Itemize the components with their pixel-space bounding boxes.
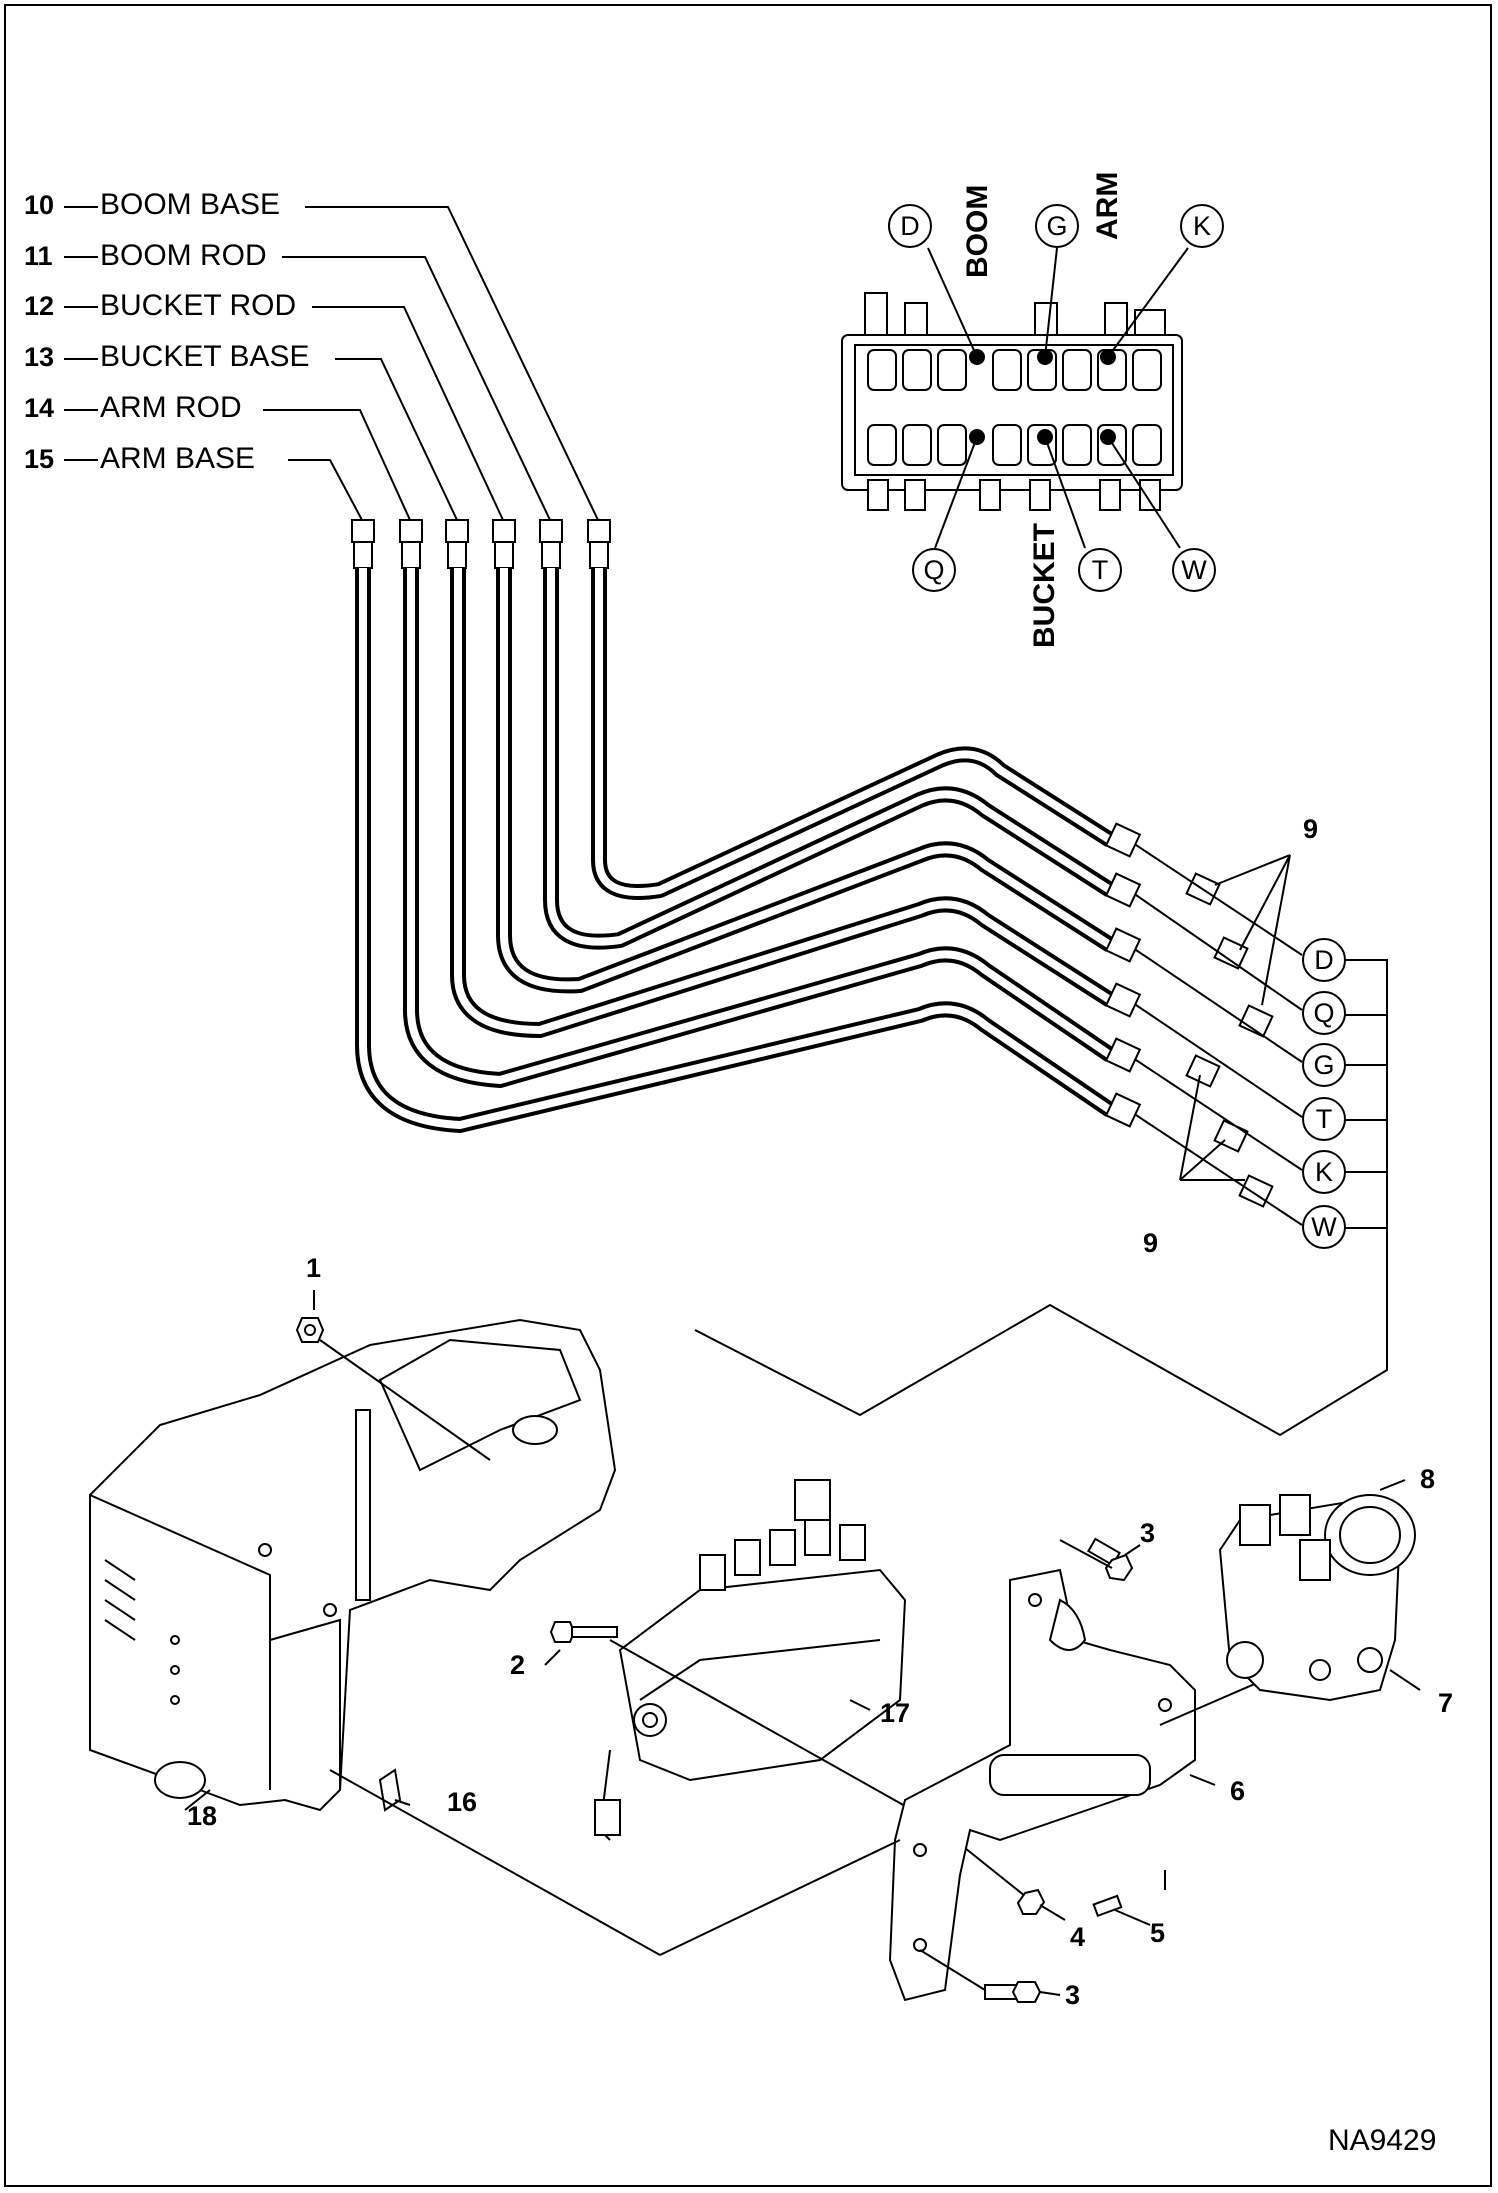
pilot-valve-7-8	[1218, 1479, 1421, 1702]
valve-section-bucket-label: BUCKET	[1028, 523, 1061, 648]
control-valve-17	[594, 1479, 907, 1841]
fitting-port-q: Q	[1302, 991, 1346, 1035]
callout-9-bottom: 9	[1143, 1228, 1159, 1258]
bolt-5	[1092, 1870, 1166, 1918]
part-1-nut	[295, 1290, 491, 1461]
fitting-port-d: D	[1302, 938, 1346, 982]
leader-bucket-base	[335, 358, 458, 521]
callout-4: 4	[1070, 1922, 1086, 1952]
callout-3-top: 3	[1140, 1518, 1156, 1548]
bolt-3-top	[1059, 1537, 1134, 1582]
valve-port-leaders	[927, 247, 1189, 549]
leader-bucket-rod	[312, 306, 504, 521]
callout-9-top: 9	[1303, 814, 1319, 844]
valve-section-arm-label: ARM	[1091, 171, 1124, 240]
leader-boom-base	[305, 206, 599, 521]
callout-5: 5	[1150, 1918, 1166, 1948]
callout-7: 7	[1438, 1688, 1454, 1718]
callout-3-bottom: 3	[1065, 1980, 1081, 2010]
hose-label-name: ARM BASE	[100, 442, 256, 475]
leader-boom-rod	[282, 256, 551, 521]
valve-port-d: D	[888, 204, 932, 248]
callout-18: 18	[187, 1801, 218, 1831]
hose-label-number: 11	[24, 241, 53, 271]
hose-label-name: BOOM ROD	[100, 239, 267, 272]
nut-4	[1016, 1888, 1046, 1915]
leader-arm-base	[288, 459, 363, 521]
hose-label-number: 13	[24, 342, 55, 372]
frame-weldment-18	[89, 1318, 617, 1812]
hose-label-number: 12	[24, 291, 55, 321]
callout-2: 2	[510, 1650, 526, 1680]
fitting-port-w: W	[1302, 1205, 1346, 1249]
fitting-port-t: T	[1302, 1097, 1346, 1141]
callout-16: 16	[447, 1787, 478, 1817]
hose-label-name: BUCKET BASE	[100, 340, 310, 373]
callout-6: 6	[1230, 1776, 1246, 1806]
hose-label-name: ARM ROD	[100, 391, 242, 424]
fitting-port-g: G	[1302, 1043, 1346, 1087]
valve-section-boom-label: BOOM	[961, 184, 994, 278]
bolt-3-bottom	[919, 1949, 1042, 2003]
adapter-fittings-9	[1185, 872, 1274, 1208]
valve-port-q: Q	[912, 548, 956, 592]
drawing-id: NA9429	[1328, 2124, 1437, 2157]
callout-1: 1	[306, 1253, 322, 1283]
hose-label-name: BUCKET ROD	[100, 289, 297, 322]
fitting-port-k: K	[1302, 1150, 1346, 1194]
clip-16	[329, 1768, 901, 1956]
valve-port-k: K	[1180, 204, 1224, 248]
hose-end-fittings	[351, 519, 611, 569]
bolt-2	[549, 1621, 1031, 1901]
leader-arm-rod	[263, 409, 411, 521]
callout-17: 17	[880, 1698, 911, 1728]
mount-plate-6	[888, 1568, 1311, 2002]
valve-port-g: G	[1035, 204, 1079, 248]
hydraulic-hoses	[355, 568, 1115, 1133]
diagram-frame	[4, 4, 1492, 2187]
hose-label-name: BOOM BASE	[100, 188, 281, 221]
callout-8: 8	[1420, 1464, 1436, 1494]
hose-label-number: 15	[24, 444, 55, 474]
valve-section-columns	[867, 349, 1162, 466]
hose-label-number: 10	[24, 190, 55, 220]
hose-label-number: 14	[24, 393, 55, 423]
hose-right-fittings	[1104, 822, 1142, 1128]
valve-port-w: W	[1172, 548, 1216, 592]
valve-port-t: T	[1078, 548, 1122, 592]
